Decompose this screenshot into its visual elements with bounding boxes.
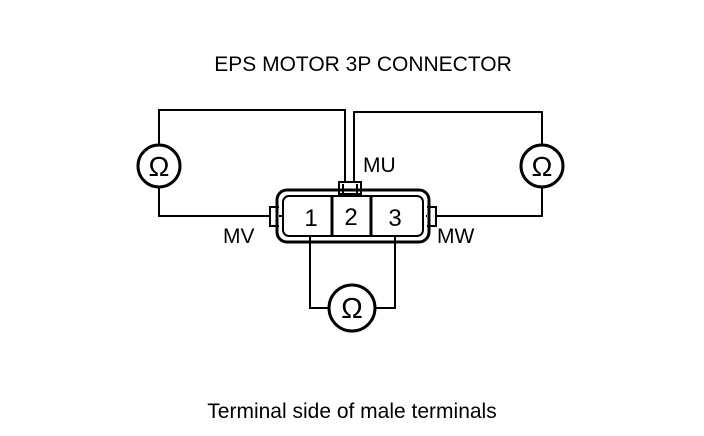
- ohm-symbol-right: Ω: [532, 151, 553, 182]
- terminal-3: 3: [388, 205, 401, 232]
- label-mu: MU: [363, 154, 396, 177]
- ohmmeter-icon-right: Ω: [519, 143, 565, 189]
- wire-left-loop: [158, 109, 346, 217]
- label-mw: MW: [437, 225, 474, 248]
- terminal-1: 1: [304, 205, 317, 232]
- wire-bottom-loop: [309, 232, 396, 309]
- wire-right-loop: [353, 111, 543, 217]
- ohmmeter-icon-left: Ω: [136, 143, 182, 189]
- label-mv: MV: [223, 225, 255, 248]
- ohm-symbol-left: Ω: [149, 151, 170, 182]
- diagram-caption: Terminal side of male terminals: [207, 400, 496, 423]
- ohmmeter-icon-bottom: Ω: [327, 283, 377, 333]
- connector-3p-icon: [269, 181, 437, 244]
- terminal-2: 2: [344, 204, 357, 231]
- diagram-title: EPS MOTOR 3P CONNECTOR: [214, 53, 512, 76]
- ohm-symbol-bottom: Ω: [341, 293, 363, 325]
